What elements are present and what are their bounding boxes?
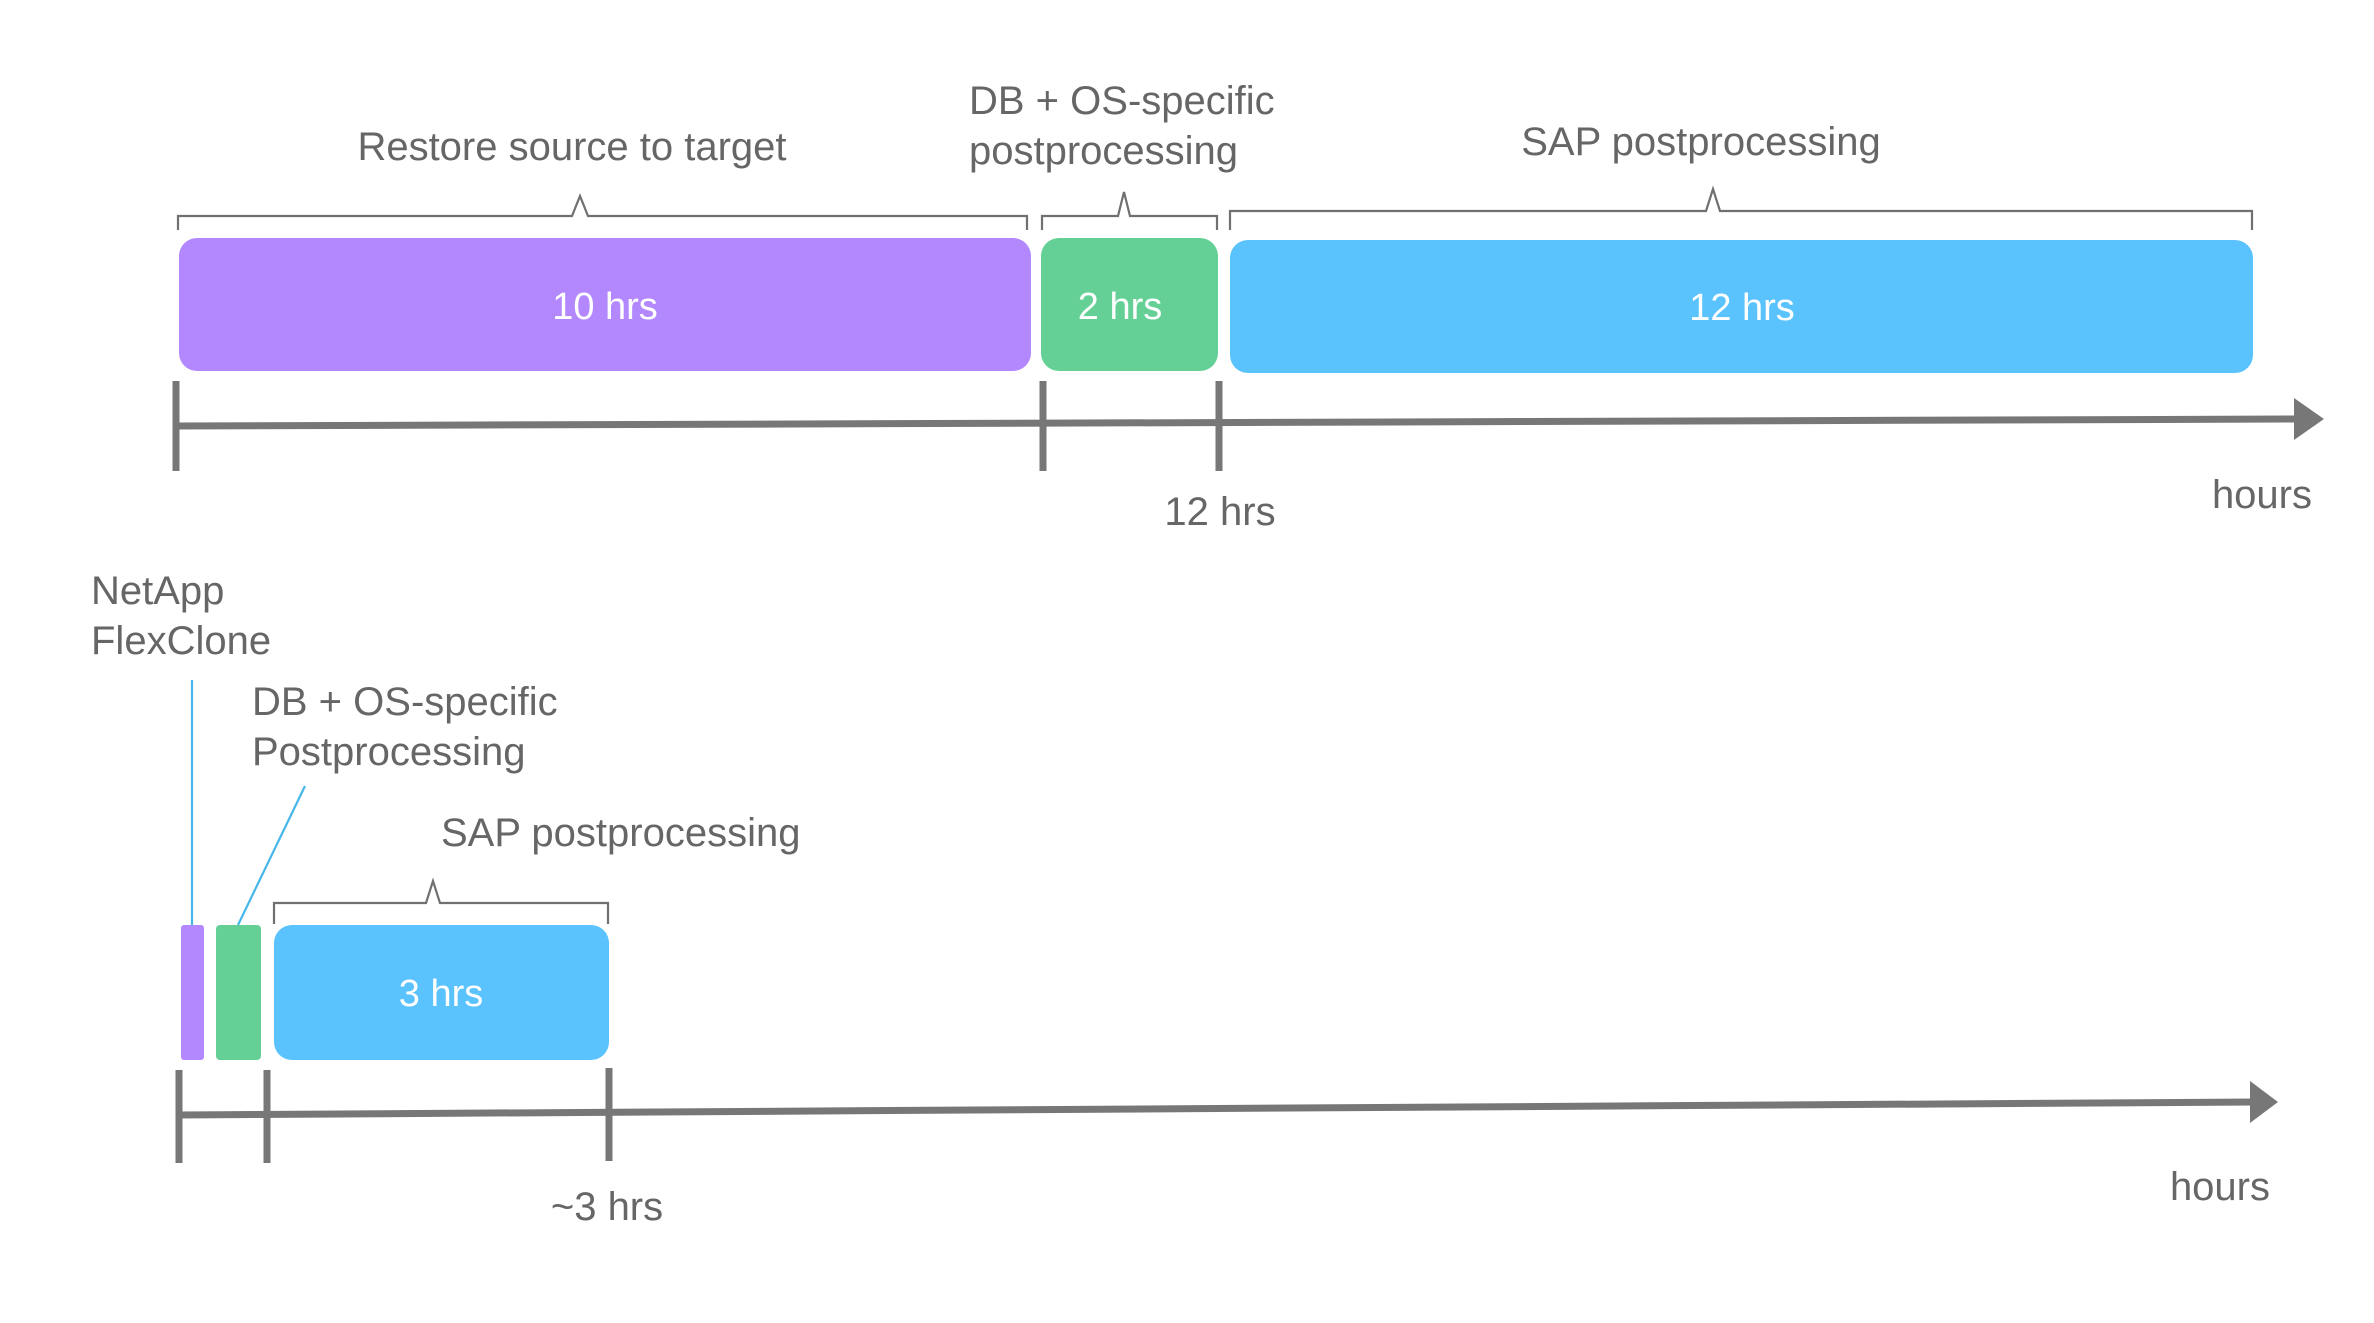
top-db-label-line1: DB + OS-specific <box>969 79 1275 123</box>
bottom-flexclone-label-line1: NetApp <box>91 569 224 613</box>
bottom-axis-unit: hours <box>2170 1165 2270 1209</box>
top-db-label-line2: postprocessing <box>969 129 1238 173</box>
top-timeline: Restore source to target DB + OS-specifi… <box>172 79 2324 534</box>
bottom-axis-line <box>178 1098 2256 1119</box>
bottom-sap-label: SAP postprocessing <box>441 811 800 855</box>
top-sap-bar-value: 12 hrs <box>1689 287 1795 329</box>
bottom-sap-bar-value: 3 hrs <box>399 973 483 1015</box>
top-restore-bar <box>179 238 1031 371</box>
top-restore-label: Restore source to target <box>357 125 786 169</box>
bottom-flexclone-bar <box>181 925 204 1060</box>
bottom-db-label-line2: Postprocessing <box>252 730 525 774</box>
top-sap-label: SAP postprocessing <box>1521 120 1880 164</box>
top-axis-line <box>175 415 2301 430</box>
top-sap-bar <box>1230 240 2253 373</box>
bottom-db-leader <box>237 785 306 926</box>
bottom-sap-bar <box>274 925 609 1060</box>
bottom-timeline: NetApp FlexClone DB + OS-specific Postpr… <box>91 569 2278 1229</box>
top-axis-arrowhead <box>2294 398 2324 440</box>
top-sap-brace <box>1228 185 2254 230</box>
bottom-axis-arrowhead <box>2250 1081 2278 1123</box>
bottom-db-bar <box>216 925 261 1060</box>
top-db-bar <box>1041 238 1218 371</box>
top-restore-brace <box>176 193 1029 230</box>
top-restore-bar-value: 10 hrs <box>552 286 658 328</box>
top-tick-label: 12 hrs <box>1164 490 1275 534</box>
bottom-sap-brace <box>272 877 610 924</box>
bottom-flexclone-label-line2: FlexClone <box>91 619 271 663</box>
top-axis-unit: hours <box>2212 473 2312 517</box>
top-db-brace <box>1040 191 1219 230</box>
bottom-db-label-line1: DB + OS-specific <box>252 680 558 724</box>
bottom-tick-label: ~3 hrs <box>551 1185 663 1229</box>
top-db-bar-value: 2 hrs <box>1078 286 1162 328</box>
